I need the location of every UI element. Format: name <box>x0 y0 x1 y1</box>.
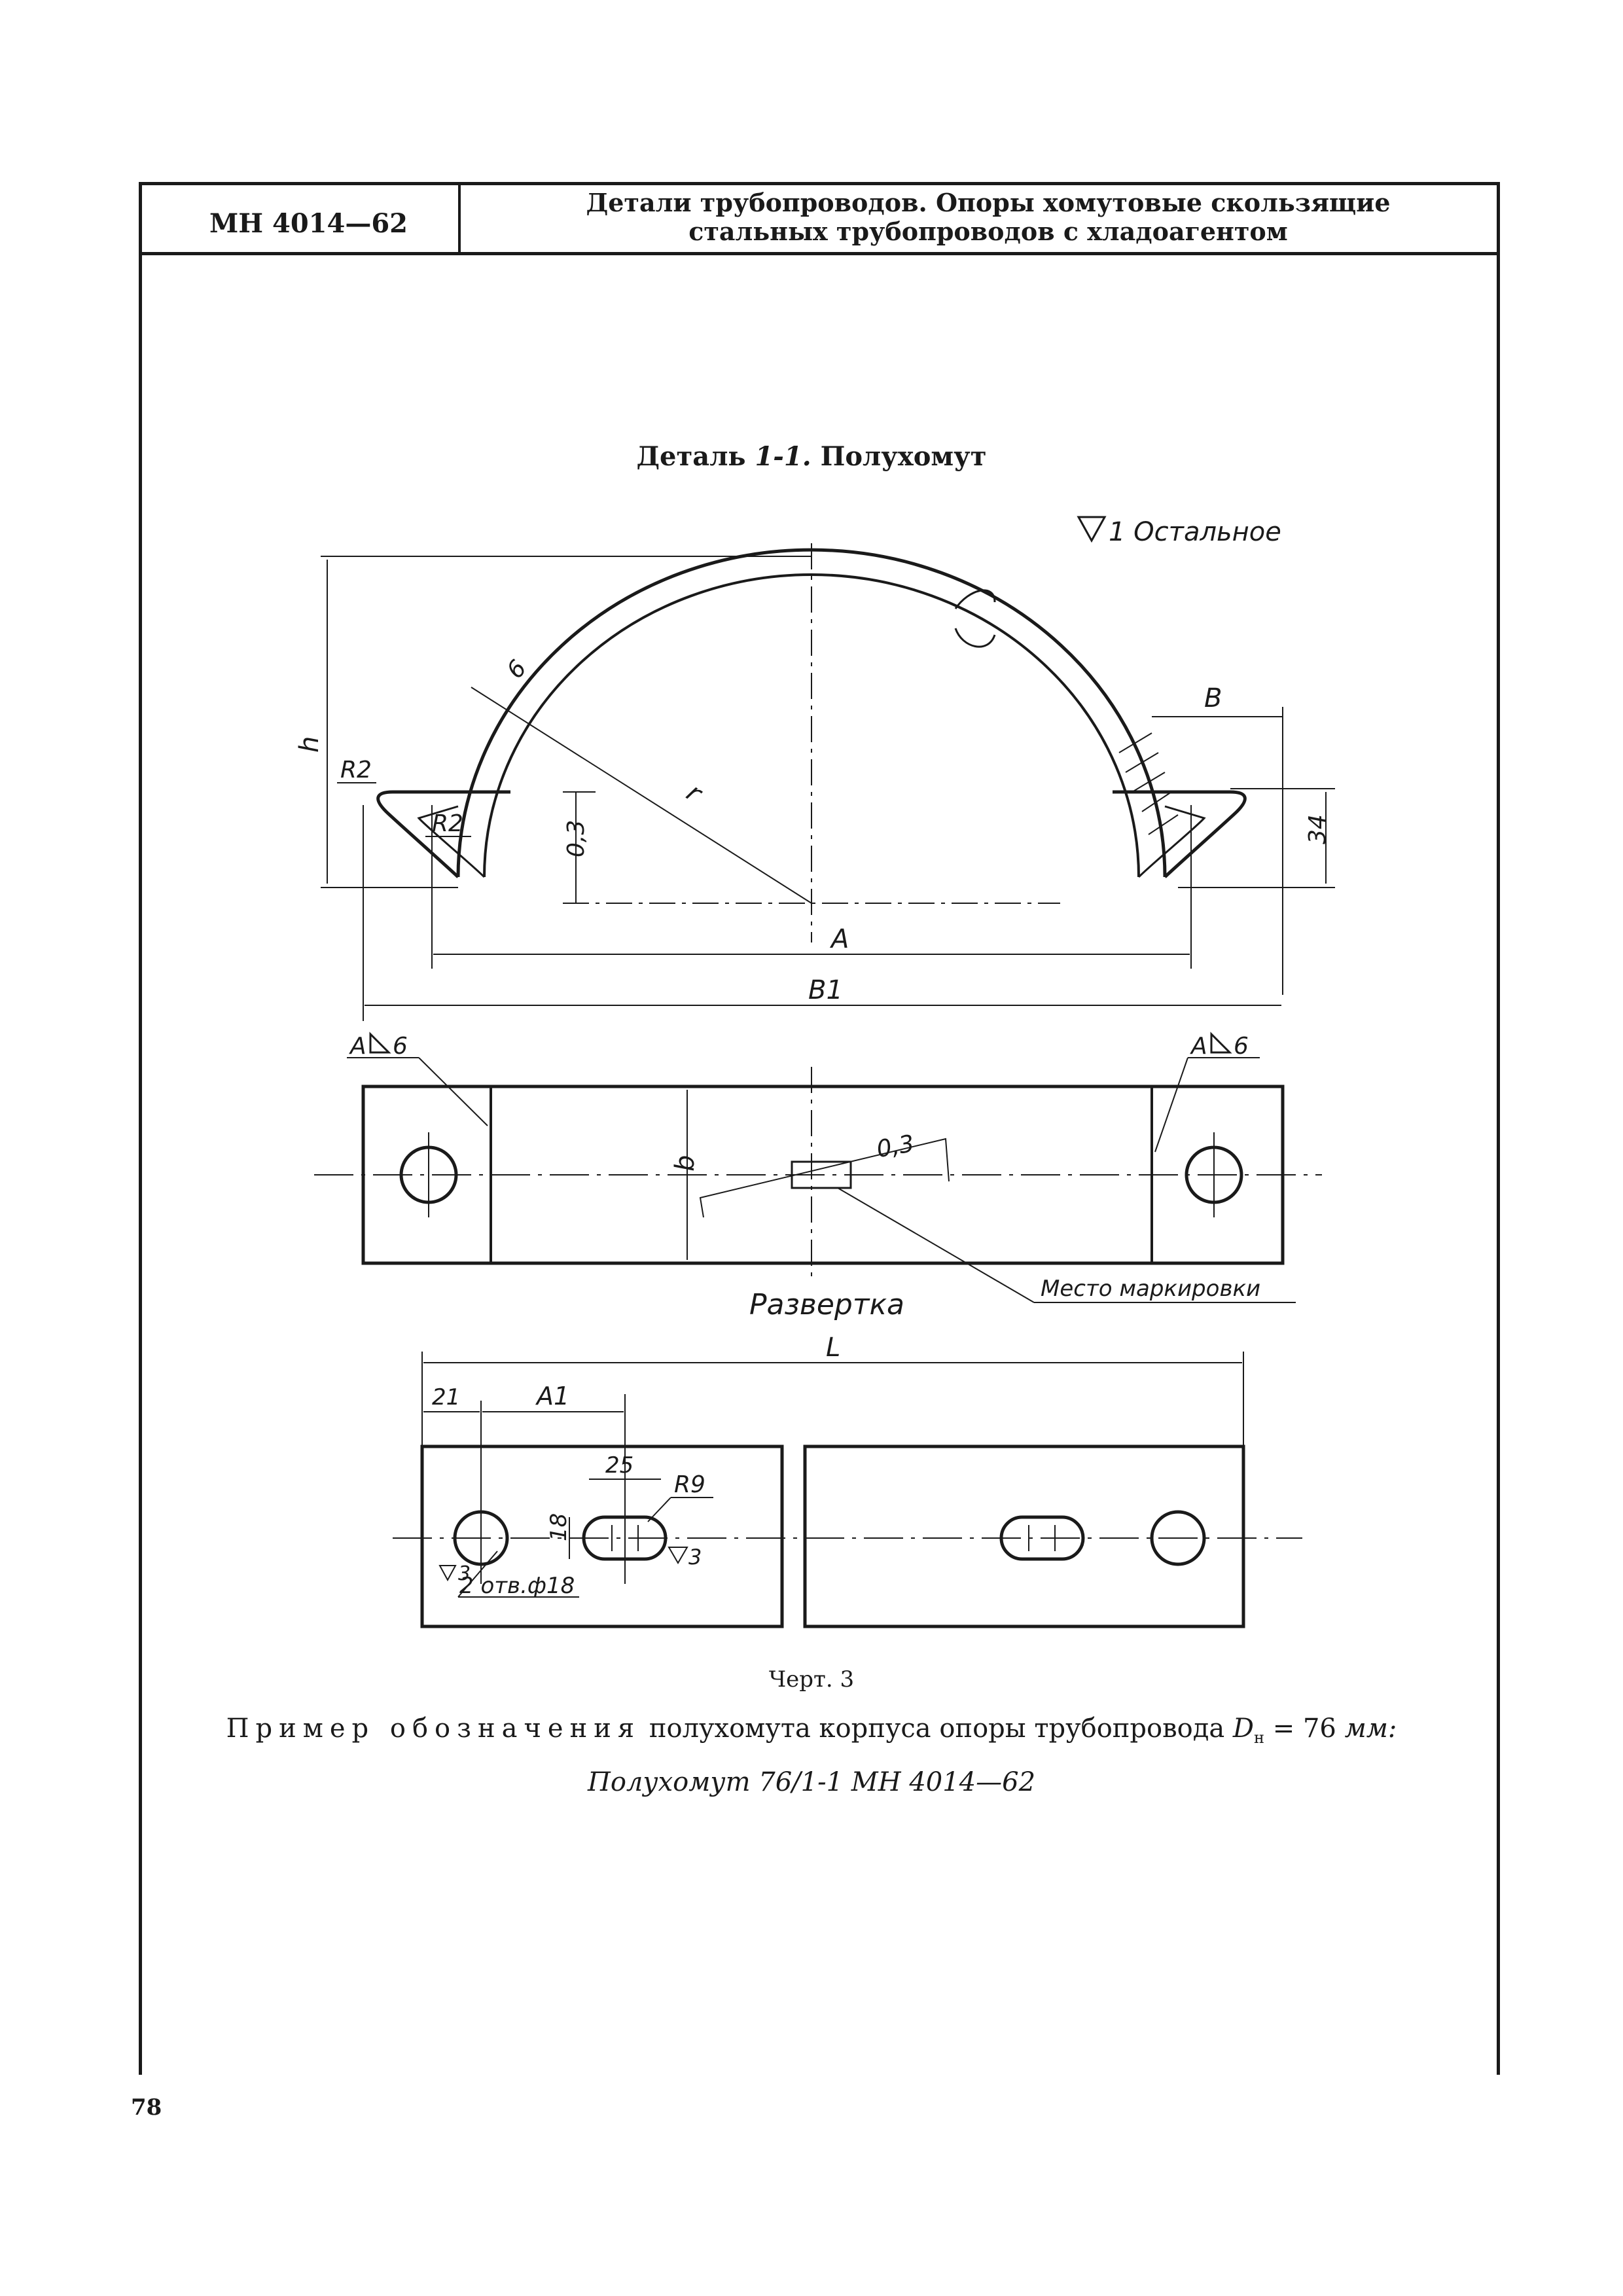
weld-left-size: 6 <box>393 1033 408 1060</box>
marking-leader <box>837 1187 1035 1303</box>
header-title-line2: стальных трубопроводов с хладоагентом <box>688 217 1288 246</box>
slot-right <box>999 1515 1085 1561</box>
detail-name: Полухомут <box>811 441 987 472</box>
radius-leader <box>471 687 812 904</box>
dim-18-label: 18 <box>546 1513 572 1541</box>
weld-left-leader <box>418 1057 488 1126</box>
designation: Полухомут 76/1-1 МН 4014—62 <box>587 1767 1036 1797</box>
marking-label: Место маркировки <box>1041 1276 1260 1302</box>
header-divider <box>458 185 461 252</box>
example-d: D <box>1232 1713 1254 1744</box>
half-clamp-view: h R2 R2 6 r 0,3 B 34 A B1 <box>294 543 1335 1021</box>
slot-left <box>582 1515 668 1561</box>
b-label: B <box>1204 683 1222 713</box>
development-label: Развертка <box>749 1288 904 1321</box>
left-lug-outer <box>376 790 510 878</box>
holes-note-leader <box>457 1551 498 1598</box>
example-unit: мм: <box>1344 1713 1397 1744</box>
detail-prefix: Деталь <box>636 441 755 472</box>
holes-note-label: 2 отв.ф18 <box>459 1573 575 1599</box>
page-frame <box>139 182 1500 2075</box>
roughness-3-slot-label: 3 <box>688 1545 702 1570</box>
tolerance-zigzag <box>699 1138 950 1218</box>
break-mark <box>954 589 996 648</box>
roughness-3-hole-label: 3 <box>458 1562 471 1585</box>
page-number: 78 <box>131 2094 162 2121</box>
tolerance-03-label: 0,3 <box>874 1130 916 1163</box>
dim-25-label: 25 <box>605 1452 633 1479</box>
b1-label: B1 <box>808 975 843 1005</box>
marking-area <box>791 1160 852 1189</box>
right-lug-outer <box>1113 790 1247 878</box>
detail-number: 1-1. <box>755 441 812 472</box>
example-d-sub: н <box>1254 1729 1264 1747</box>
figure-caption: Черт. 3 <box>768 1666 855 1693</box>
header-rule <box>139 252 1500 255</box>
weld-left-letter: A <box>349 1033 366 1060</box>
r9-label: R9 <box>674 1471 705 1498</box>
r9-leader <box>647 1497 671 1522</box>
header-title: Детали трубопроводов. Опоры хомутовые ск… <box>497 188 1479 246</box>
roughness-triangle-icon <box>1077 516 1107 543</box>
standard-code: МН 4014—62 <box>209 208 408 239</box>
roughness-3-hole-icon <box>438 1565 457 1582</box>
a1-label: A1 <box>535 1382 569 1410</box>
offset-03-label: 0,3 <box>563 820 590 857</box>
weld-right-triangle-icon <box>1210 1031 1232 1054</box>
outer-arc <box>456 548 1167 878</box>
dim-21-label: 21 <box>432 1384 460 1410</box>
development-view: Развертка L 21 A1 25 R9 <box>393 1288 1302 1628</box>
strip-hole-right <box>1150 1510 1206 1566</box>
example-eq: = 76 <box>1264 1713 1345 1744</box>
plan-view: A 6 A 6 b 0,3 Место маркировки <box>314 1031 1322 1303</box>
weld-right-leader <box>1154 1057 1188 1153</box>
example-spaced: Пример обозначения <box>226 1713 641 1744</box>
thickness-6-label: 6 <box>502 655 532 684</box>
detail-title: Деталь 1-1. Полухомут <box>0 441 1623 472</box>
roughness-note: 1 Остальное <box>1077 516 1281 547</box>
right-lug-inner <box>1137 805 1206 878</box>
weld-right-size: 6 <box>1234 1033 1249 1060</box>
strip-left <box>420 1444 784 1628</box>
strip-hole-left <box>453 1510 509 1566</box>
designation-example: Пример обозначения полухомута корпуса оп… <box>0 1713 1623 1747</box>
a-label: A <box>829 924 849 954</box>
weld-left-triangle-icon <box>369 1031 391 1054</box>
b-width-label: b <box>670 1155 700 1172</box>
r2-inner-label: R2 <box>432 810 463 837</box>
roughness-text: 1 Остальное <box>1109 517 1281 547</box>
example-text: полухомута корпуса опоры трубопровода <box>641 1713 1233 1744</box>
weld-hatching <box>1118 732 1179 835</box>
h-label: h <box>294 736 325 753</box>
left-lug-inner <box>417 805 486 878</box>
height-34-label: 34 <box>1304 814 1331 844</box>
strip-right <box>803 1444 1245 1628</box>
inner-arc <box>483 573 1140 878</box>
r2-outer-label: R2 <box>340 757 372 783</box>
roughness-3-slot-icon <box>668 1547 688 1564</box>
l-label: L <box>826 1333 840 1363</box>
header-title-line1: Детали трубопроводов. Опоры хомутовые ск… <box>586 188 1391 217</box>
radius-r-label: r <box>681 778 708 810</box>
weld-right-letter: A <box>1190 1033 1207 1060</box>
